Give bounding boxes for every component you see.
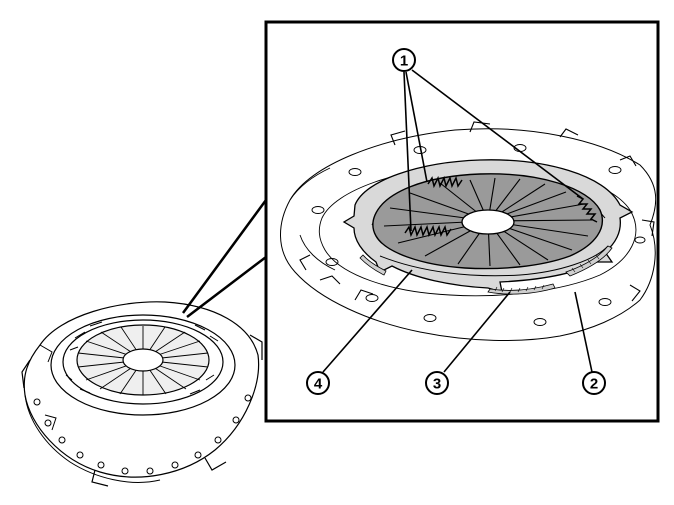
callout-leaders (322, 69, 593, 373)
callout-3-label: 3 (433, 376, 441, 393)
overview-clutch-assembly (21, 301, 263, 487)
callout-1-label: 1 (400, 53, 408, 70)
callout-4: 4 (306, 371, 330, 395)
callout-3: 3 (425, 371, 449, 395)
magnifier-leader-lines (181, 199, 268, 318)
detail-clutch-parts (280, 121, 656, 342)
callout-2-label: 2 (590, 376, 598, 393)
callout-4-label: 4 (314, 376, 323, 393)
coil-spring (404, 175, 598, 238)
callout-1: 1 (392, 48, 416, 72)
callout-2: 2 (582, 371, 606, 395)
cover-plate (280, 128, 656, 342)
